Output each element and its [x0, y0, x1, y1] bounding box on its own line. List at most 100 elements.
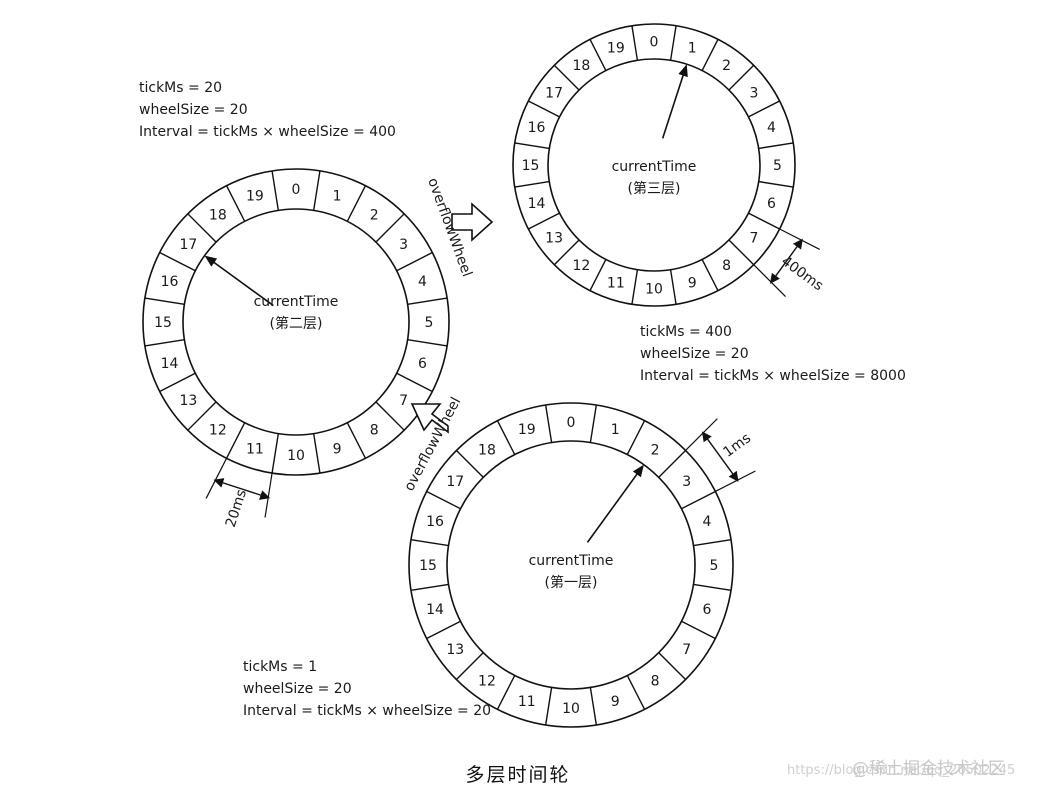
slot-divider: [312, 433, 321, 474]
slot-divider: [225, 422, 246, 459]
slot-divider: [426, 490, 461, 510]
slot-label: 4: [703, 514, 712, 530]
slot-divider: [159, 372, 196, 393]
slot-divider: [396, 372, 433, 393]
tick-extension-line: [779, 228, 820, 250]
slot-label: 8: [722, 258, 731, 274]
slot-label: 11: [246, 441, 264, 457]
slot-label: 17: [446, 474, 464, 490]
slot-divider: [271, 170, 280, 211]
param-wheelsize: wheelSize = 20: [243, 681, 352, 697]
slot-label: 6: [767, 196, 776, 212]
slot-divider: [589, 404, 598, 443]
slot-label: 6: [418, 356, 427, 372]
slot-divider: [375, 213, 405, 243]
wheel-outer-ring: [408, 402, 734, 728]
param-tickms: tickMs = 20: [139, 80, 222, 96]
slot-divider: [589, 39, 607, 71]
tick-size-label: 20ms: [223, 488, 250, 530]
slot-divider: [187, 213, 217, 243]
param-wheelsize: wheelSize = 20: [139, 102, 248, 118]
params-layer-3: tickMs = 400 wheelSize = 20 Interval = t…: [640, 324, 906, 384]
slot-label: 2: [722, 58, 731, 74]
slot-divider: [589, 687, 598, 726]
slot-divider: [455, 652, 484, 681]
slot-divider: [346, 185, 367, 222]
slot-label: 17: [179, 237, 197, 253]
slot-label: 1: [611, 422, 620, 438]
slot-divider: [681, 620, 716, 640]
overflow-arrow-2-to-3: overflowWheel: [424, 176, 494, 279]
slot-divider: [631, 269, 639, 305]
tick-width-arrow: [213, 478, 271, 500]
slot-label: 18: [209, 207, 227, 223]
slot-divider: [514, 142, 550, 150]
tick-width-arrow: [701, 431, 739, 482]
wheel-outer-ring: [512, 23, 796, 307]
param-tickms: tickMs = 400: [640, 324, 732, 340]
slot-divider: [514, 180, 550, 188]
slot-divider: [225, 185, 246, 222]
slot-divider: [544, 687, 553, 726]
slot-label: 0: [292, 182, 301, 198]
current-time-pointer: [586, 464, 644, 543]
slot-label: 5: [425, 315, 434, 331]
slot-label: 3: [399, 237, 408, 253]
tick-size-label: 1ms: [720, 430, 754, 460]
slot-divider: [693, 583, 732, 592]
slot-label: 7: [749, 231, 758, 247]
slot-divider: [407, 297, 448, 306]
slot-divider: [528, 100, 560, 118]
slot-divider: [728, 64, 755, 91]
slot-label: 11: [518, 694, 536, 710]
slot-label: 14: [426, 602, 444, 618]
slot-label: 3: [682, 474, 691, 490]
wheel-inner-ring: [547, 58, 761, 272]
tick-extension-line: [715, 470, 756, 492]
slot-label: 16: [161, 274, 179, 290]
slot-divider: [159, 251, 196, 272]
slot-label: 9: [688, 275, 697, 291]
slot-label: 1: [333, 189, 342, 205]
slot-divider: [631, 25, 639, 61]
slot-divider: [426, 620, 461, 640]
slot-label: 0: [567, 415, 576, 431]
slot-label: 13: [545, 231, 563, 247]
slot-label: 12: [209, 423, 227, 439]
hollow-arrow-icon: [451, 202, 494, 242]
slot-divider: [496, 675, 516, 710]
slot-divider: [658, 449, 687, 478]
watermark-url: https://blog.csdn.net/qq_26502245: [787, 763, 1015, 778]
tick-width-arrow: [770, 238, 803, 284]
slot-label: 19: [607, 41, 625, 57]
slot-divider: [407, 338, 448, 347]
slot-label: 10: [287, 448, 305, 464]
params-layer-1: tickMs = 1 wheelSize = 20 Interval = tic…: [243, 659, 491, 719]
slot-divider: [271, 433, 280, 474]
slot-divider: [455, 449, 484, 478]
slot-divider: [701, 39, 719, 71]
slot-divider: [693, 538, 732, 547]
slot-label: 11: [607, 275, 625, 291]
param-interval: Interval = tickMs × wheelSize = 8000: [640, 368, 906, 384]
slot-divider: [626, 420, 646, 455]
slot-label: 15: [522, 158, 540, 174]
slot-label: 19: [246, 189, 264, 205]
slot-divider: [669, 269, 677, 305]
slot-divider: [144, 297, 185, 306]
slot-label: 12: [572, 258, 590, 274]
slot-label: 13: [179, 393, 197, 409]
slot-divider: [701, 259, 719, 291]
wheel-outer-ring: [142, 168, 450, 476]
slot-label: 19: [518, 422, 536, 438]
slot-label: 15: [419, 558, 437, 574]
current-time-pointer: [204, 255, 274, 307]
slot-label: 13: [446, 642, 464, 658]
current-time-label: currentTime: [254, 294, 339, 310]
hollow-arrow-icon: [410, 403, 449, 434]
slot-label: 1: [688, 41, 697, 57]
figure-caption: 多层时间轮: [465, 764, 570, 786]
slot-label: 14: [528, 196, 546, 212]
